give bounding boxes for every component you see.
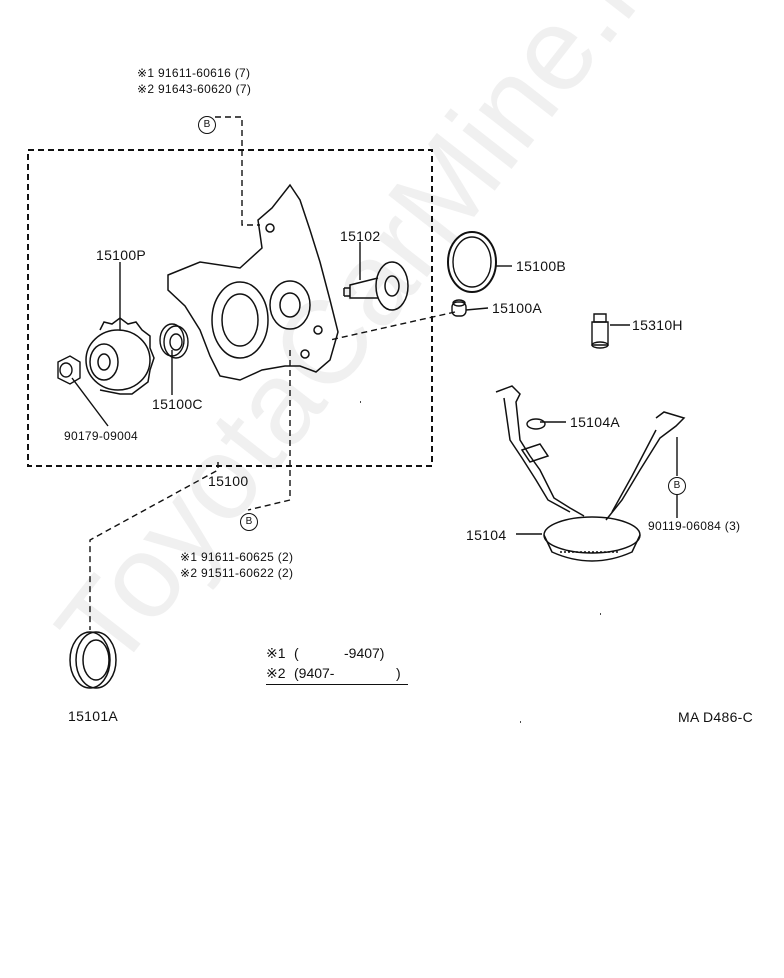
legend-open-2: (9407-: [294, 665, 335, 681]
bolt-top-label-2: ※2 91643-60620 (7): [137, 82, 252, 96]
legend-row-2: ※2 (9407- ): [266, 665, 408, 685]
label-15100P: 15100P: [96, 247, 147, 263]
legend-row-1: ※1 ( -9407): [266, 645, 408, 665]
label-15101A: 15101A: [68, 708, 119, 724]
oil-strainer: [495, 385, 686, 562]
leader-90179: [71, 377, 109, 427]
leader-bolt-bottom: [247, 350, 291, 511]
strainer-gasket: [526, 418, 546, 430]
small-seal: [451, 299, 467, 317]
leader-15100A-dash: [329, 311, 456, 341]
label-90119: 90119-06084 (3): [648, 519, 741, 533]
legend-mark-2: ※2: [266, 665, 286, 681]
bolt-marker-strainer: B: [668, 477, 686, 495]
oil-pump-body: [167, 183, 339, 381]
legend-mark-1: ※1: [266, 645, 286, 661]
legend-value-2: ): [396, 665, 401, 681]
label-15100B: 15100B: [516, 258, 567, 274]
plug: [591, 313, 609, 349]
legend-value-1: -9407): [344, 645, 385, 661]
bolt-top-label-1: ※1 91611-60616 (7): [137, 66, 251, 80]
label-15102: 15102: [340, 228, 381, 244]
version-legend: ※1 ( -9407) ※2 (9407- ): [266, 645, 408, 685]
assembly-frame: [27, 149, 433, 467]
label-15104: 15104: [466, 527, 507, 543]
bolt-bottom-label-1: ※1 91611-60625 (2): [180, 550, 294, 564]
label-15100: 15100: [208, 473, 249, 489]
label-15100A: 15100A: [492, 300, 543, 316]
label-15100C: 15100C: [152, 396, 203, 412]
leader-bolt-top: [215, 116, 260, 226]
nut: [57, 355, 81, 385]
crank-oil-seal: [69, 631, 117, 689]
diagram-code: MA D486-C: [678, 709, 754, 725]
relief-valve: [343, 261, 409, 311]
legend-underline: [266, 684, 408, 685]
label-90179: 90179-09004: [64, 429, 139, 443]
leader-15100A: [465, 307, 489, 311]
bolt-marker-top: B: [198, 116, 216, 134]
label-15104A: 15104A: [570, 414, 621, 430]
bolt-marker-bottom: B: [240, 513, 258, 531]
o-ring: [447, 231, 497, 293]
label-15310H: 15310H: [632, 317, 683, 333]
oil-seal-c: [159, 323, 189, 359]
legend-open-1: (: [294, 645, 299, 661]
bolt-bottom-label-2: ※2 91511-60622 (2): [180, 566, 294, 580]
leader-15100: [89, 462, 219, 630]
drive-gear: [85, 317, 155, 395]
